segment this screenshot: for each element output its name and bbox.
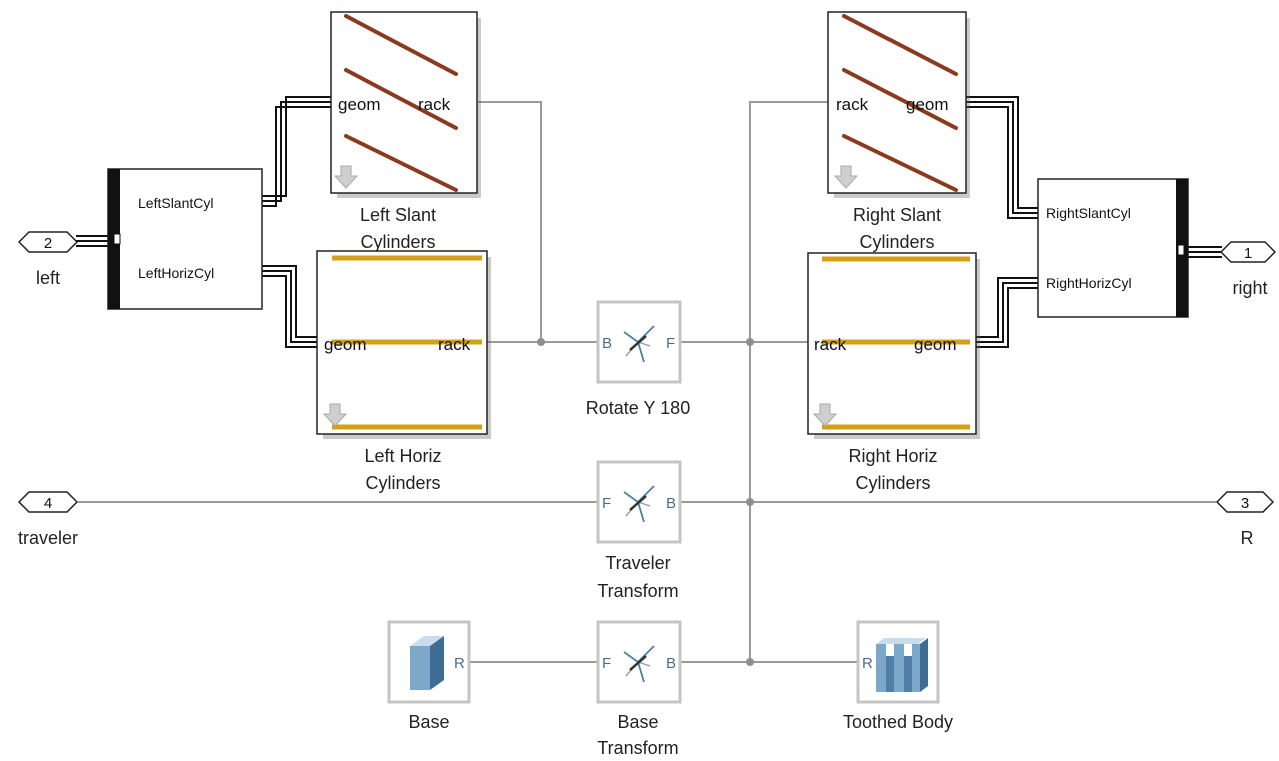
block-name: Base <box>408 712 449 732</box>
port-traveler[interactable]: 4 traveler <box>17 491 79 548</box>
toothed-body-block[interactable]: R Toothed Body <box>843 620 953 732</box>
connection-lines <box>78 101 1216 663</box>
base-transform-block[interactable]: F B Base Transform <box>596 620 682 758</box>
port-rack: rack <box>836 95 869 114</box>
bus-signal-label: LeftHorizCyl <box>138 265 214 281</box>
inport-left[interactable]: 2 left <box>17 231 79 288</box>
port-label: left <box>36 268 60 288</box>
right-horiz-cylinders-block[interactable]: rack geom Right Horiz Cylinders <box>807 252 980 493</box>
port-geom: geom <box>914 335 957 354</box>
port-number: 2 <box>44 235 52 252</box>
port-b: B <box>666 655 676 672</box>
port-rack: rack <box>438 335 471 354</box>
left-horiz-cylinders-block[interactable]: geom rack Left Horiz Cylinders <box>316 250 491 493</box>
toothed-solid-icon <box>876 638 928 692</box>
block-name: Transform <box>597 581 678 601</box>
port-b: B <box>602 335 612 352</box>
left-bus-block[interactable]: LeftSlantCyl LeftHorizCyl <box>107 168 263 310</box>
block-name: Cylinders <box>360 232 435 252</box>
port-r: R <box>454 655 465 672</box>
port-label: traveler <box>18 528 78 548</box>
horiz-rod-icon <box>332 255 482 430</box>
bus-signal-label: LeftSlantCyl <box>138 195 213 211</box>
block-name: Cylinders <box>859 232 934 252</box>
bus-signal-label: RightHorizCyl <box>1046 275 1132 291</box>
bus-lines <box>76 96 1222 348</box>
block-name: Left Horiz <box>364 446 441 466</box>
outport-right[interactable]: 1 right <box>1219 241 1277 298</box>
arrow-down-icon <box>322 403 348 427</box>
block-name: Traveler <box>605 553 670 573</box>
block-name: Rotate Y 180 <box>586 398 690 418</box>
right-bus-block[interactable]: RightSlantCyl RightHorizCyl <box>1037 178 1189 318</box>
port-number: 3 <box>1241 495 1249 512</box>
block-name: Transform <box>597 738 678 758</box>
port-rack: rack <box>418 95 451 114</box>
block-name: Toothed Body <box>843 712 953 732</box>
port-number: 4 <box>44 495 52 512</box>
arrow-down-icon <box>833 165 859 189</box>
slant-rod-icon <box>842 14 958 192</box>
solid-icon <box>410 636 444 690</box>
junction-dots <box>537 338 754 666</box>
port-r: R <box>862 655 873 672</box>
left-slant-cylinders-block[interactable]: geom rack Left Slant Cylinders <box>330 11 481 252</box>
horiz-rod-icon <box>822 256 970 430</box>
block-name: Cylinders <box>365 473 440 493</box>
port-geom: geom <box>338 95 381 114</box>
port-f: F <box>602 655 611 672</box>
right-slant-cylinders-block[interactable]: rack geom Right Slant Cylinders <box>827 11 970 252</box>
port-f: F <box>602 495 611 512</box>
rotate-y-180-block[interactable]: B F Rotate Y 180 <box>586 300 690 418</box>
traveler-transform-block[interactable]: F B Traveler Transform <box>596 460 682 601</box>
port-geom: geom <box>906 95 949 114</box>
port-rack: rack <box>814 335 847 354</box>
arrow-down-icon <box>333 165 359 189</box>
slant-rod-icon <box>344 14 458 192</box>
block-name: Cylinders <box>855 473 930 493</box>
port-r[interactable]: 3 R <box>1215 491 1275 548</box>
port-number: 1 <box>1244 245 1252 262</box>
bus-signal-label: RightSlantCyl <box>1046 205 1131 221</box>
block-name: Right Horiz <box>848 446 937 466</box>
arrow-down-icon <box>812 403 838 427</box>
port-label: right <box>1232 278 1267 298</box>
block-name: Base <box>617 712 658 732</box>
port-f: F <box>666 335 675 352</box>
port-label: R <box>1241 528 1254 548</box>
base-block[interactable]: R Base <box>387 620 471 732</box>
block-name: Right Slant <box>853 205 941 225</box>
port-geom: geom <box>324 335 367 354</box>
block-name: Left Slant <box>360 205 436 225</box>
port-b: B <box>666 495 676 512</box>
